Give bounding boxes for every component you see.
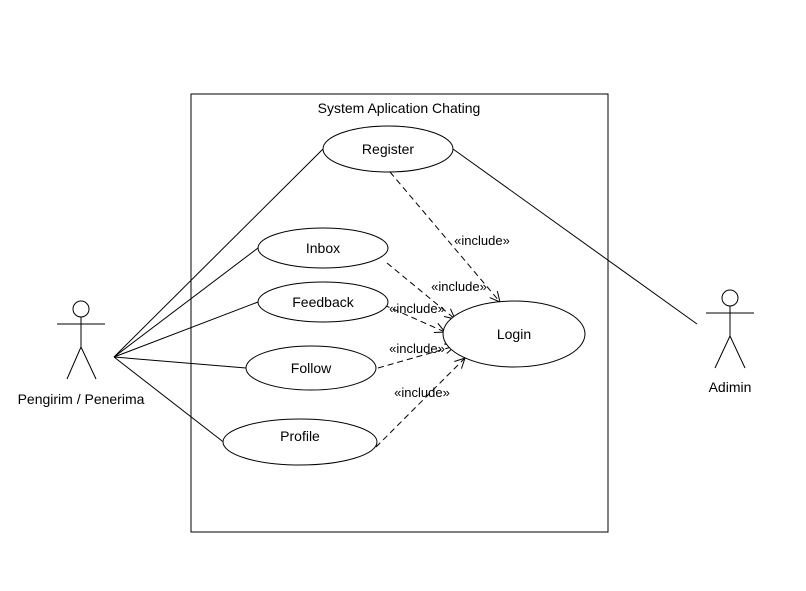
use-case-login-shape (442, 300, 586, 368)
actor-user-left-leg (66, 346, 82, 380)
include-inbox-login (386, 262, 455, 319)
actor-admin-right-leg (729, 335, 746, 369)
include-profile-login (375, 358, 465, 448)
use-case-login: Login (442, 300, 586, 368)
use-case-profile: Profile (222, 418, 378, 466)
use-case-register-label: Register (362, 141, 414, 157)
assoc-user-inbox (113, 247, 259, 358)
include-dependencies (375, 171, 500, 448)
include-follow-login (377, 346, 455, 369)
include-label-feedback: «include» (389, 301, 445, 316)
include-label-inbox: «include» (431, 279, 487, 294)
use-case-follow-label: Follow (291, 360, 332, 376)
actor-admin (706, 289, 754, 369)
use-case-follow: Follow (245, 345, 377, 391)
assoc-admin-register (452, 148, 698, 325)
assoc-user-follow (113, 356, 247, 369)
include-feedback-login (383, 304, 445, 332)
assoc-user-profile (113, 356, 227, 445)
assoc-user-feedback (113, 301, 259, 358)
use-case-profile-shape (222, 418, 378, 466)
actor-user-right-leg (80, 346, 97, 380)
use-case-register-shape (322, 125, 454, 173)
use-case-feedback-shape (257, 281, 389, 323)
actor-admin-head (721, 289, 739, 307)
use-case-inbox-label: Inbox (306, 240, 340, 256)
include-register-login (389, 171, 500, 302)
actor-admin-label: Adimin (709, 379, 752, 395)
assoc-user-register (113, 148, 324, 358)
actor-user-head (72, 300, 90, 318)
include-label-profile: «include» (394, 385, 450, 400)
system-title: System Aplication Chating (318, 100, 481, 116)
actor-user-label: Pengirim / Penerima (18, 391, 145, 407)
use-case-register: Register (322, 125, 454, 173)
include-label-register: «include» (454, 233, 510, 248)
use-case-profile-label: Profile (280, 428, 320, 444)
use-case-feedback-label: Feedback (292, 294, 354, 310)
use-case-feedback: Feedback (257, 281, 389, 323)
use-case-login-label: Login (497, 326, 531, 342)
actor-user (57, 300, 105, 380)
actor-admin-left-leg (714, 335, 731, 369)
include-label-follow: «include» (389, 341, 445, 356)
use-case-inbox-shape (257, 227, 389, 269)
user-associations (113, 148, 324, 445)
system-boundary (190, 93, 609, 533)
use-case-inbox: Inbox (257, 227, 389, 269)
use-case-follow-shape (245, 345, 377, 391)
